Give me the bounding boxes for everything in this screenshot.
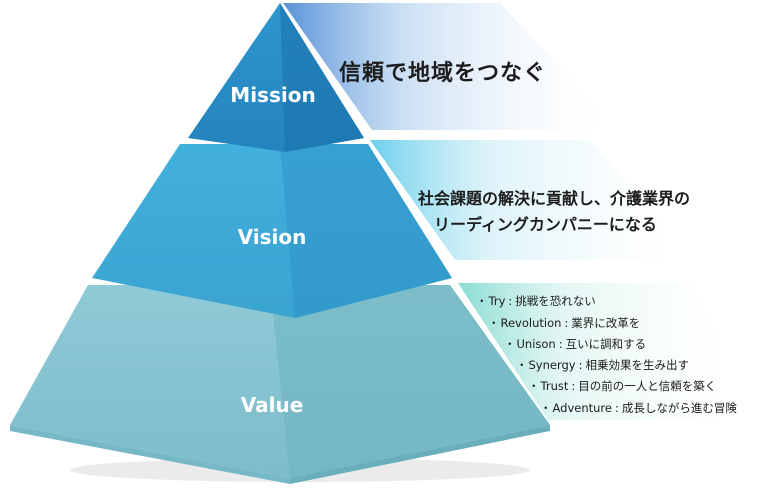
value-desc: 相乗効果を生み出す (585, 358, 689, 372)
value-desc: 互いに調和する (565, 337, 647, 351)
value-item-revolution: ・Revolution:業界に改革を (488, 315, 640, 331)
vision-tier-side (280, 144, 452, 318)
value-name: Unison (516, 337, 556, 351)
value-tier-right-face (290, 425, 550, 484)
mission-tier (188, 3, 364, 152)
mission-tier-side (280, 3, 364, 152)
value-separator: : (508, 294, 513, 308)
value-bullet: ・ (540, 401, 552, 415)
value-item-unison: ・Unison:互いに調和する (504, 336, 646, 352)
value-separator: : (558, 337, 563, 351)
value-desc: 成長しながら進む冒険 (621, 401, 737, 415)
vision-tier (92, 144, 452, 318)
vision-label: Vision (238, 225, 307, 249)
value-item-adventure: ・Adventure:成長しながら進む冒険 (540, 400, 737, 416)
value-item-try: ・Try:挑戦を恐れない (476, 293, 596, 309)
value-name: Try (488, 294, 506, 308)
value-name: Revolution (500, 316, 562, 330)
value-separator: : (578, 358, 583, 372)
value-bullet: ・ (476, 294, 488, 308)
value-bullet: ・ (504, 337, 516, 351)
value-desc: 業界に改革を (571, 316, 641, 330)
value-name: Synergy (528, 358, 576, 372)
value-tier-left-face (10, 425, 290, 484)
value-item-trust: ・Trust:目の前の一人と信頼を築く (528, 378, 716, 394)
vision-statement-line-2: リーディングカンパニーになる (434, 215, 657, 234)
value-desc: 目の前の一人と信頼を築く (578, 379, 717, 393)
value-bullet: ・ (528, 379, 540, 393)
value-label: Value (241, 393, 304, 417)
value-tier (10, 285, 550, 484)
mission-statement: 信頼で地域をつなぐ (339, 61, 547, 86)
value-bullet: ・ (488, 316, 500, 330)
value-separator: : (571, 379, 576, 393)
vision-statement-line-1: 社会課題の解決に貢献し、介護業界の (418, 189, 691, 208)
value-bullet: ・ (516, 358, 528, 372)
vision-statement: 社会課題の解決に貢献し、介護業界の リーディングカンパニーになる (418, 186, 690, 238)
value-separator: : (614, 401, 619, 415)
value-band (458, 283, 760, 420)
value-name: Adventure (552, 401, 612, 415)
value-separator: : (564, 316, 569, 330)
value-name: Trust (540, 379, 569, 393)
value-desc: 挑戦を恐れない (515, 294, 596, 308)
vision-band (370, 140, 700, 260)
mission-label: Mission (230, 83, 315, 107)
value-item-synergy: ・Synergy:相乗効果を生み出す (516, 357, 689, 373)
value-tier-side (270, 285, 550, 478)
mission-band (283, 3, 620, 130)
